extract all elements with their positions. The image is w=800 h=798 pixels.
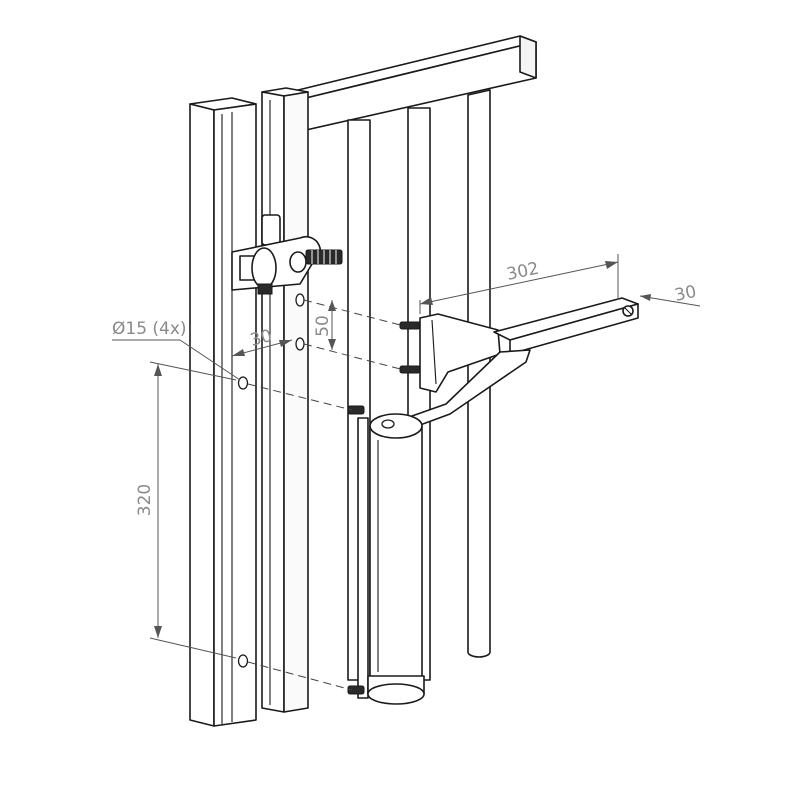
dimension-30-arm: 30 bbox=[639, 282, 701, 307]
arm-width-label: 30 bbox=[673, 282, 698, 306]
arm-bracket bbox=[399, 313, 501, 393]
fixed-post bbox=[189, 97, 257, 727]
dimension-302: 302 bbox=[419, 254, 619, 314]
threaded-bolt bbox=[305, 249, 343, 265]
alignment-lines bbox=[247, 299, 405, 691]
hinge bbox=[231, 214, 343, 295]
dimension-320: 320 bbox=[135, 361, 237, 659]
dimension-hole-diameter: Ø15 (4x) bbox=[112, 319, 241, 381]
dimension-50: 50 bbox=[313, 300, 336, 350]
gate-stile bbox=[261, 87, 309, 713]
closer-arm bbox=[411, 297, 639, 429]
spacing-50-label: 50 bbox=[313, 315, 333, 337]
arm-length-label: 302 bbox=[505, 259, 541, 285]
closer-cylinder bbox=[347, 405, 425, 705]
hole-diameter-label: Ø15 (4x) bbox=[112, 319, 187, 339]
gate-top-rail bbox=[289, 35, 537, 131]
dimension-320-label: 320 bbox=[135, 484, 155, 516]
